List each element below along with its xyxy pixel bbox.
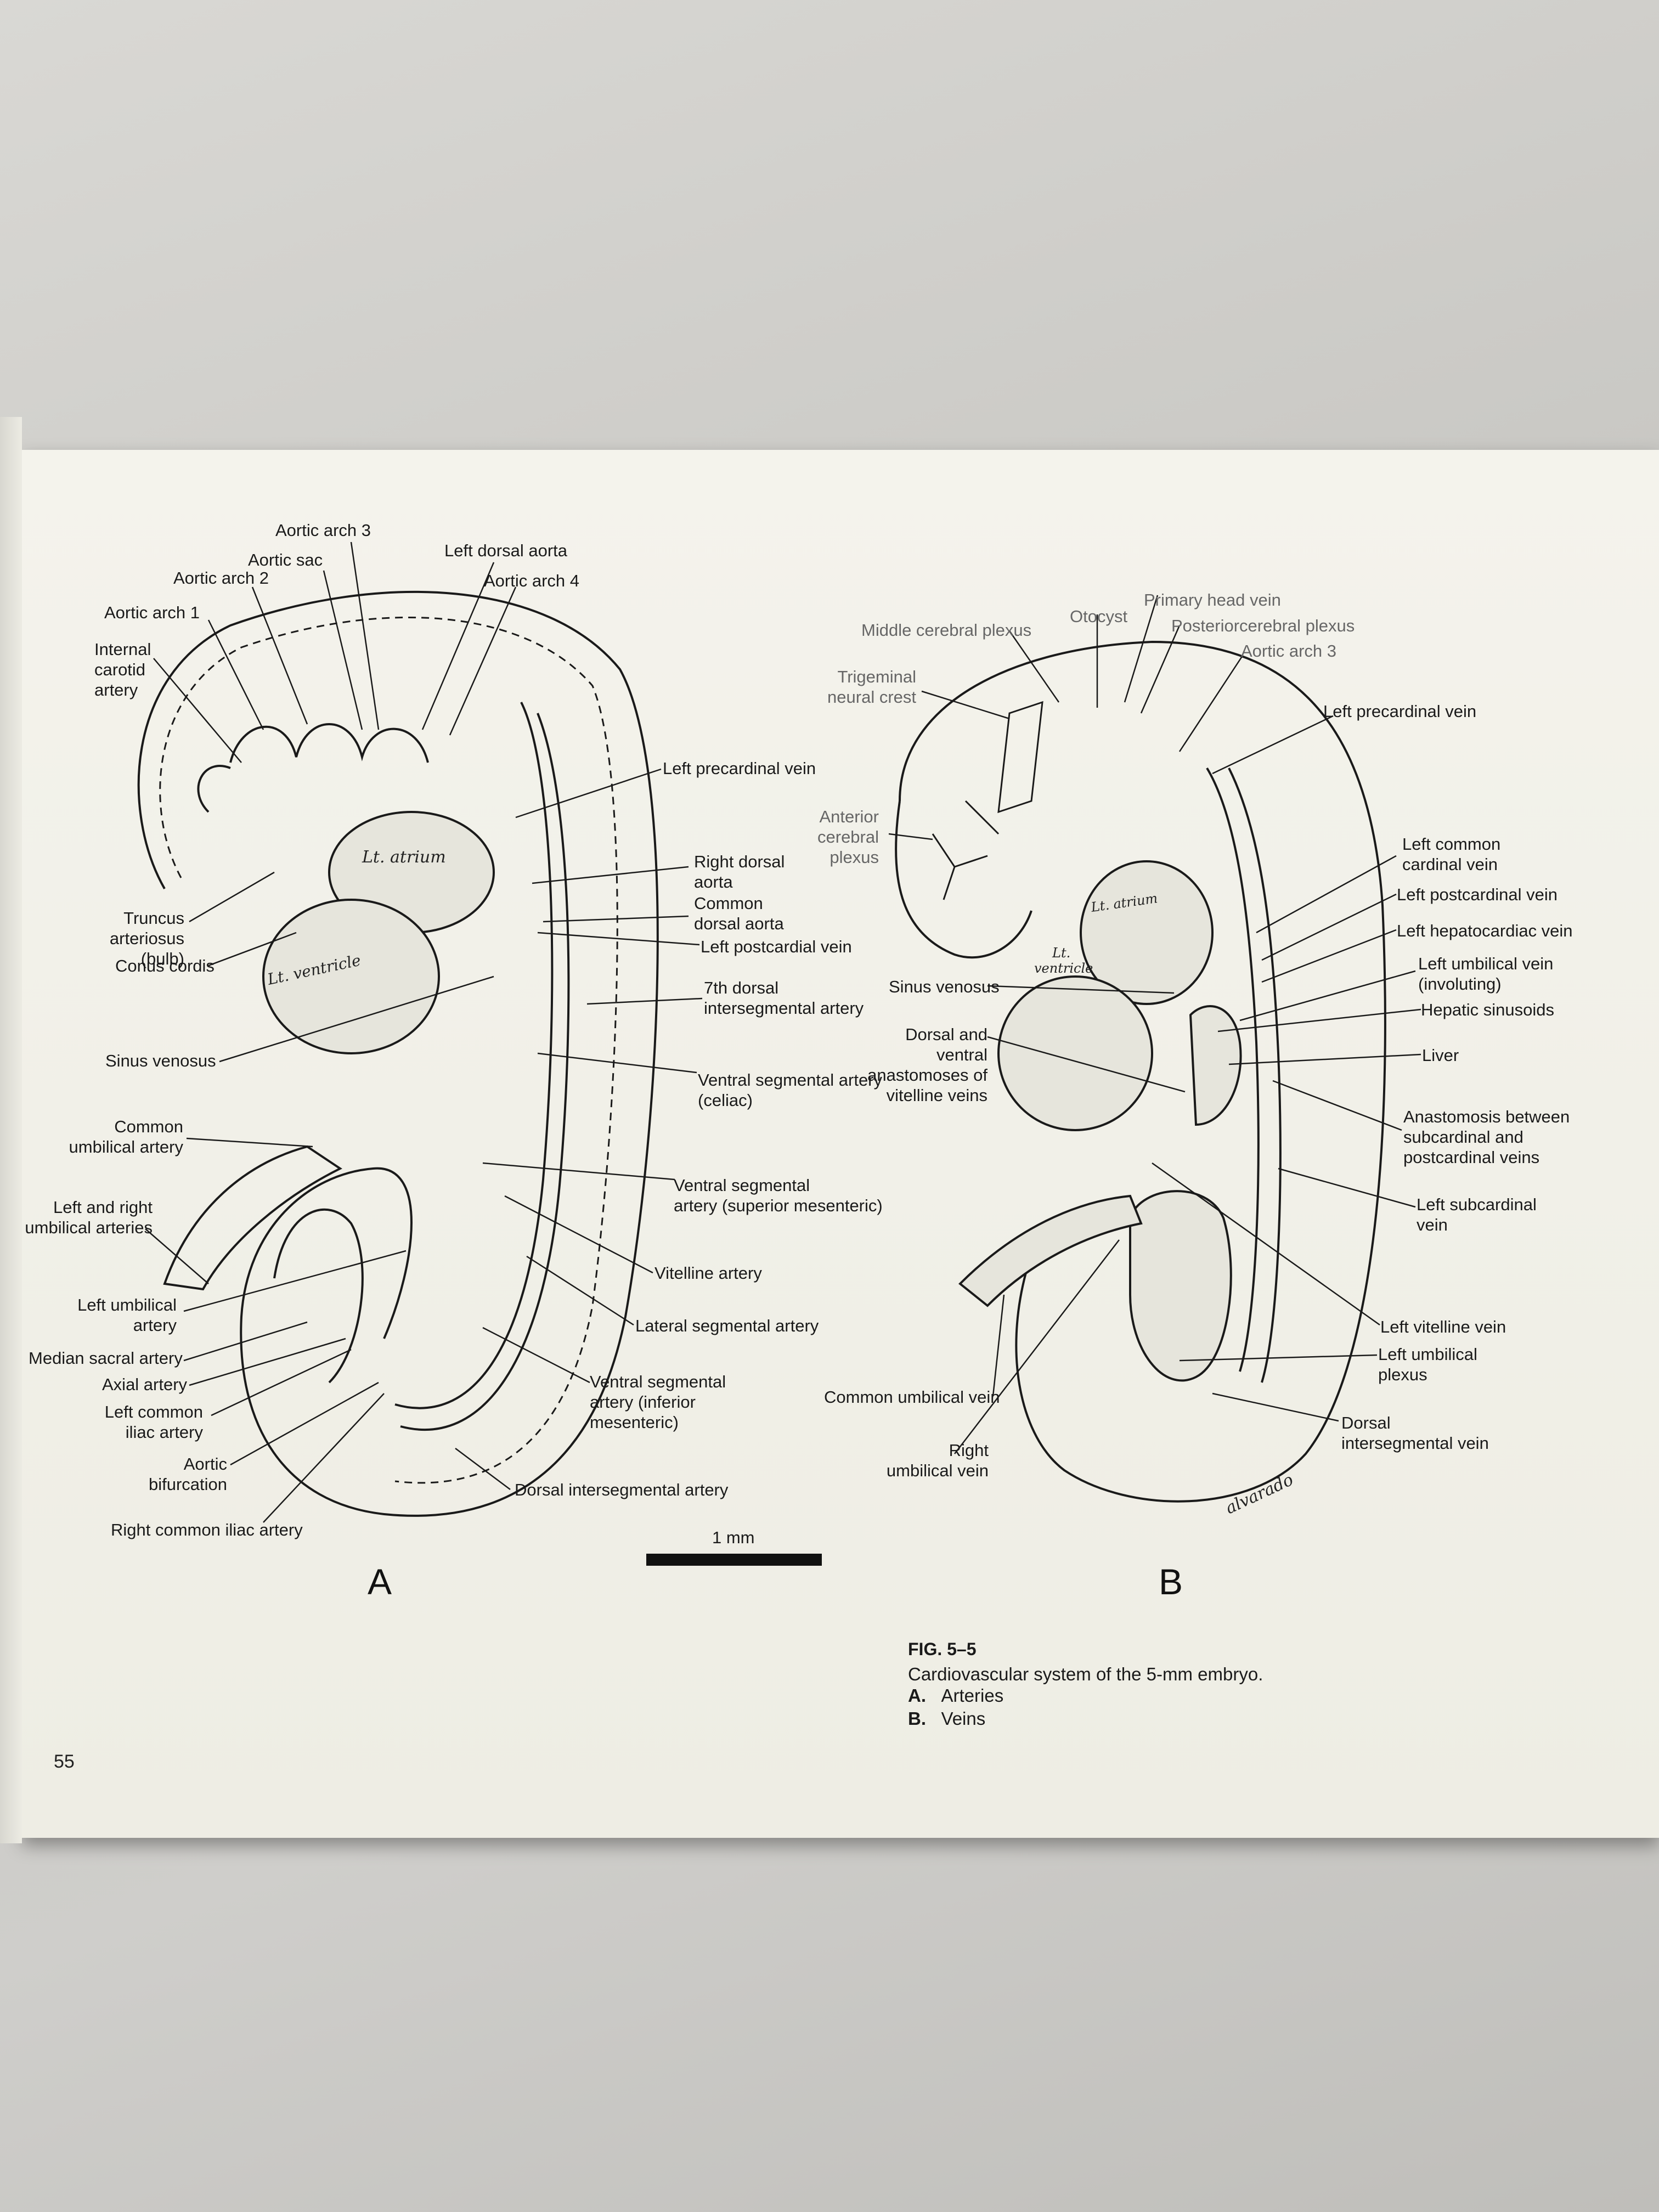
embryo-a-outline [137, 590, 659, 1517]
label-ventral-segmental-inferior-mesenteric: Ventral segmental artery (inferior mesen… [590, 1372, 726, 1432]
label-trigeminal-neural-crest: Trigeminal neural crest [827, 667, 916, 707]
caption-value-a: Arteries [941, 1685, 1004, 1706]
figure-number: FIG. 5–5 [908, 1639, 977, 1659]
label-dorsal-intersegmental-vein: Dorsal intersegmental vein [1341, 1413, 1489, 1453]
heart-b-atrium [1080, 860, 1214, 1005]
page-curl [0, 417, 22, 1843]
label-lateral-segmental-artery: Lateral segmental artery [635, 1316, 819, 1335]
label-liver: Liver [1422, 1046, 1459, 1065]
label-dorsal-intersegmental-artery: Dorsal intersegmental artery [515, 1480, 729, 1499]
caption-key-b: B. [908, 1708, 926, 1729]
liver-b [1189, 1005, 1242, 1126]
label-left-postcardinal-vein: Left postcardinal vein [1397, 885, 1558, 904]
label-middle-cerebral-plexus: Middle cerebral plexus [861, 620, 1032, 640]
label-posteriorcerebral-plexus: Posteriorcerebral plexus [1171, 616, 1355, 635]
caption-item-a: A. Arteries [908, 1685, 1003, 1706]
tail-loop-a [273, 1208, 364, 1384]
aortic-arches-a [229, 723, 429, 763]
umbilical-vein-b [958, 1194, 1143, 1307]
label-left-umbilical-artery: Left umbilical artery [77, 1295, 177, 1335]
label-hepatic-sinusoids: Hepatic sinusoids [1421, 1000, 1554, 1019]
cardinal-veins-b [1206, 767, 1260, 1372]
label-left-postcardial-vein: Left postcardial vein [701, 937, 852, 956]
label-left-subcardinal-vein: Left subcardinal vein [1417, 1195, 1537, 1234]
label-sinus-venosus-b: Sinus venosus [889, 977, 1000, 996]
figure-caption: Cardiovascular system of the 5-mm embryo… [908, 1664, 1263, 1684]
label-ventral-segmental-celiac: Ventral segmental artery (celiac) [698, 1070, 883, 1110]
label-otocyst: Otocyst [1070, 607, 1128, 626]
scale-bar-label: 1 mm [712, 1528, 755, 1547]
label-left-common-iliac-artery: Left common iliac artery [104, 1402, 203, 1442]
label-left-umbilical-plexus: Left umbilical plexus [1378, 1345, 1477, 1384]
label-left-vitelline-vein: Left vitelline vein [1380, 1317, 1506, 1336]
label-common-umbilical-artery: Common umbilical artery [69, 1117, 183, 1156]
label-aortic-arch-3: Aortic arch 3 [275, 521, 371, 540]
label-ventral-segmental-superior-mesenteric: Ventral segmental artery (superior mesen… [674, 1176, 883, 1215]
label-7th-dorsal-intersegmental: 7th dorsal intersegmental artery [704, 978, 864, 1018]
label-left-dorsal-aorta: Left dorsal aorta [444, 541, 568, 560]
label-aortic-sac: Aortic sac [248, 550, 323, 569]
head-b-outline [895, 800, 1032, 959]
book-page [22, 450, 1659, 1838]
umbilical-plexus-b [1129, 1190, 1232, 1382]
label-truncus-arteriosus: Truncus arteriosus (bulb) [109, 909, 184, 968]
trigeminal-crest-b [997, 701, 1043, 814]
label-left-hepatocardiac-vein: Left hepatocardiac vein [1397, 921, 1573, 940]
label-vitelline-artery: Vitelline artery [654, 1263, 762, 1283]
label-aortic-arch-3-b: Aortic arch 3 [1241, 641, 1337, 661]
panel-letter-a: A [368, 1561, 392, 1602]
heart-a-ventricle [262, 899, 440, 1054]
heart-b-ventricle [997, 975, 1153, 1131]
drawing-text-lt-atrium-a: Lt. atrium [362, 848, 446, 867]
label-left-common-cardinal-vein: Left common cardinal vein [1402, 834, 1501, 874]
caption-value-b: Veins [941, 1708, 986, 1729]
drawing-text-lt-ventricle-b: Lt.ventricle [1034, 945, 1093, 976]
embryo-a-inner-dashed [159, 616, 618, 1484]
label-common-dorsal-aorta: Common dorsal aorta [694, 894, 784, 933]
label-left-right-umbilical-arteries: Left and right umbilical arteries [25, 1198, 153, 1237]
label-primary-head-vein: Primary head vein [1144, 590, 1281, 610]
label-left-precardinal-vein-b: Left precardinal vein [1323, 702, 1477, 721]
umbilical-a [163, 1145, 342, 1291]
label-aortic-arch-4: Aortic arch 4 [484, 571, 580, 590]
label-aortic-bifurcation: Aortic bifurcation [148, 1454, 227, 1494]
label-aortic-arch-1: Aortic arch 1 [104, 603, 200, 622]
scale-bar-rule [646, 1554, 822, 1566]
label-right-umbilical-vein: Right umbilical vein [886, 1441, 989, 1480]
label-conus-cordis: Conus cordis [115, 956, 215, 975]
label-right-common-iliac-artery: Right common iliac artery [111, 1520, 303, 1539]
page-number: 55 [54, 1751, 75, 1772]
label-aortic-arch-2: Aortic arch 2 [173, 568, 269, 588]
label-right-dorsal-aorta: Right dorsal aorta [694, 852, 785, 891]
dorsal-aorta-a [394, 702, 554, 1409]
label-left-precardinal-vein-a: Left precardinal vein [663, 759, 816, 778]
panel-letter-b: B [1159, 1561, 1183, 1602]
dorsal-aorta-a-inner [400, 713, 570, 1431]
embryo-b-outline [899, 640, 1386, 1503]
label-axial-artery: Axial artery [102, 1375, 188, 1394]
label-sinus-venosus-a: Sinus venosus [105, 1051, 216, 1070]
cerebral-plexus-b [932, 800, 1000, 900]
label-median-sacral-artery: Median sacral artery [29, 1348, 183, 1368]
label-anastomosis-subcardinal-postcardinal: Anastomosis between subcardinal and post… [1403, 1107, 1570, 1167]
label-internal-carotid: Internal carotid artery [94, 640, 151, 699]
label-anterior-cerebral-plexus: Anterior cerebral plexus [817, 807, 879, 867]
caption-item-b: B. Veins [908, 1708, 985, 1729]
label-left-umbilical-vein-involuting: Left umbilical vein (involuting) [1418, 954, 1554, 994]
label-dorsal-ventral-anastomoses: Dorsal and ventral anastomoses of vitell… [867, 1025, 988, 1105]
label-common-umbilical-vein: Common umbilical vein [824, 1387, 1000, 1407]
caption-key-a: A. [908, 1685, 926, 1706]
